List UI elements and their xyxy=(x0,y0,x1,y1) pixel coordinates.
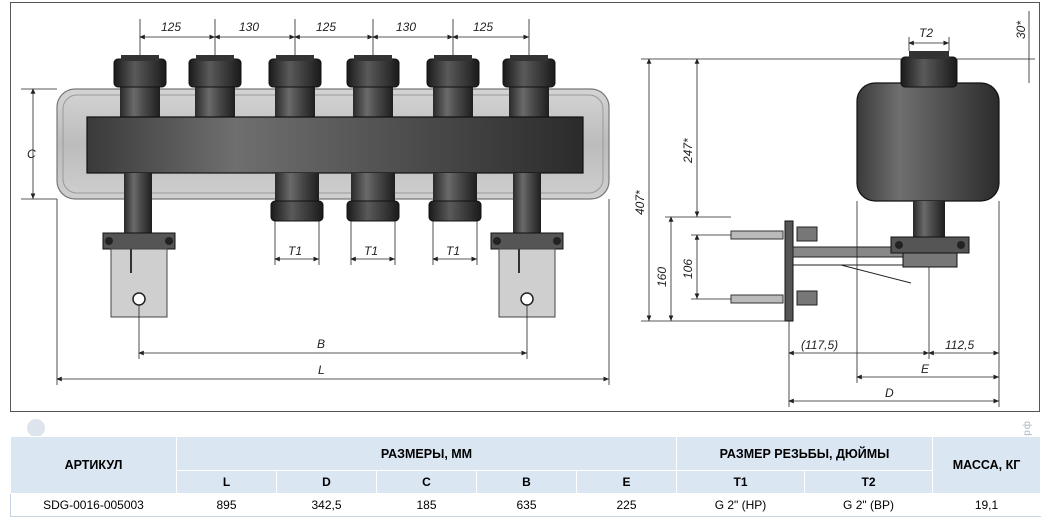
t2-dimension xyxy=(908,37,950,51)
header-dimensions: РАЗМЕРЫ, ММ xyxy=(175,436,678,471)
t1-label-3: T1 xyxy=(446,244,460,258)
cell-t1: G 2" (НР) xyxy=(676,493,806,517)
cell-b: 635 xyxy=(476,493,577,517)
front-view: 125 130 125 130 125 C T1 T1 T1 B xyxy=(21,19,610,385)
e-label: E xyxy=(921,362,930,376)
spacing-label-1: 125 xyxy=(161,20,181,34)
l-label: L xyxy=(318,363,325,377)
spacing-label-5: 125 xyxy=(473,20,493,34)
vertical-dimensions xyxy=(641,58,901,322)
l-dimension xyxy=(56,199,610,385)
lower-outlets xyxy=(270,173,482,222)
header-thread: РАЗМЕР РЕЗЬБЫ, ДЮЙМЫ xyxy=(676,436,934,471)
cell-article: SDG-0016-005003 xyxy=(10,493,177,517)
subheader-c: C xyxy=(376,470,477,494)
cell-d: 342,5 xyxy=(276,493,377,517)
header-article: АРТИКУЛ xyxy=(10,436,177,494)
mounting-brackets xyxy=(102,173,564,318)
top-offset-label: 30* xyxy=(1014,21,1028,39)
cell-l: 895 xyxy=(176,493,277,517)
top-union-nuts xyxy=(113,55,556,88)
height-upper-label: 247* xyxy=(681,138,695,164)
offset-117-label: (117,5) xyxy=(801,338,838,352)
b-dimension xyxy=(138,305,528,359)
header-mass: МАССА, КГ xyxy=(932,436,1042,494)
c-label: C xyxy=(27,147,36,161)
t1-label-1: T1 xyxy=(288,244,302,258)
t2-label: T2 xyxy=(919,26,933,40)
t1-dimensions xyxy=(274,221,478,265)
collector-body xyxy=(86,116,584,174)
cell-mass: 19,1 xyxy=(932,493,1042,517)
b-label: B xyxy=(317,337,325,351)
top-offset-dimension xyxy=(957,11,1035,83)
height-106-label: 106 xyxy=(681,259,695,279)
subheader-l: L xyxy=(176,470,277,494)
top-spacing-dimensions xyxy=(139,19,530,55)
table-row: SDG-0016-005003 895 342,5 185 635 225 G … xyxy=(10,493,1042,517)
subheader-e: E xyxy=(575,470,678,494)
spacing-label-4: 130 xyxy=(396,20,416,34)
t1-label-2: T1 xyxy=(364,244,378,258)
bottom-dimensions xyxy=(788,201,1000,407)
technical-drawing: 125 130 125 130 125 C T1 T1 T1 B xyxy=(10,2,1040,412)
side-collector-tank xyxy=(856,82,1000,202)
cell-c: 185 xyxy=(376,493,477,517)
height-total-label: 407* xyxy=(633,190,647,215)
offset-112-label: 112,5 xyxy=(945,338,974,352)
spacing-label-3: 125 xyxy=(316,20,336,34)
spec-table: АРТИКУЛ РАЗМЕРЫ, ММ РАЗМЕР РЕЗЬБЫ, ДЮЙМЫ… xyxy=(10,436,1042,517)
c-dimension xyxy=(21,88,57,200)
subheader-b: B xyxy=(476,470,577,494)
d-label: D xyxy=(885,386,894,400)
spacing-label-2: 130 xyxy=(239,20,259,34)
height-160-label: 160 xyxy=(655,267,669,287)
subheader-t2: T2 xyxy=(804,470,934,494)
cell-e: 225 xyxy=(575,493,678,517)
subheader-d: D xyxy=(276,470,377,494)
cell-t2: G 2" (ВР) xyxy=(804,493,934,517)
side-view: T2 30* 407* 247* 160 106 xyxy=(633,11,1035,407)
subheader-t1: T1 xyxy=(676,470,806,494)
